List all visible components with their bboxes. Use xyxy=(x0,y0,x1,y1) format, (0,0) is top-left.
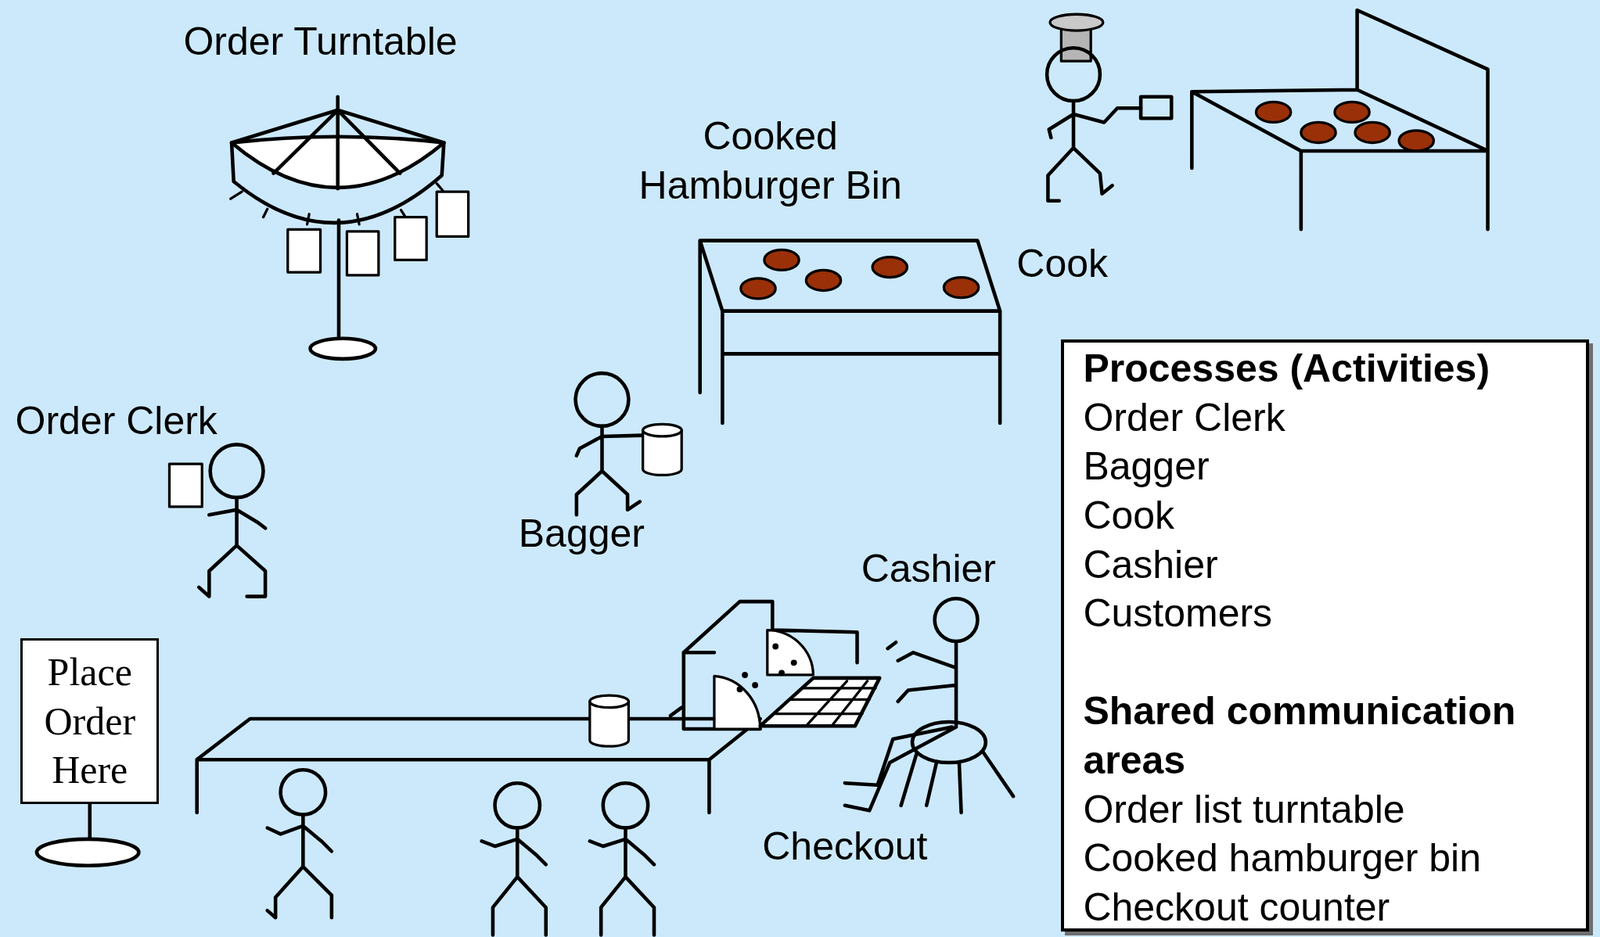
order-slip xyxy=(168,463,202,507)
register-dot xyxy=(751,682,759,689)
clerk-head xyxy=(210,444,264,498)
clerk-body xyxy=(198,497,266,597)
chef-hat-top xyxy=(1049,14,1104,31)
cook-head xyxy=(1046,47,1101,101)
customer-body xyxy=(589,828,655,936)
item-text: Checkout counter xyxy=(1082,883,1567,933)
register-dot xyxy=(791,659,798,666)
register-cable xyxy=(670,708,682,716)
cashier-head xyxy=(934,598,978,642)
station-label: Cashier xyxy=(836,544,1021,594)
order-slip xyxy=(287,229,321,273)
item-text: Cooked hamburger bin xyxy=(1082,834,1567,884)
stool-legs xyxy=(901,751,1014,813)
item-text: Cook xyxy=(1082,491,1567,541)
customer-body xyxy=(481,828,547,936)
item-text: Customers xyxy=(1082,589,1567,639)
cook-body xyxy=(1047,100,1141,202)
item-text: Bagger xyxy=(1082,442,1567,492)
bag-top xyxy=(589,695,630,709)
station-label: Bagger xyxy=(495,509,669,559)
stool-seat xyxy=(912,722,986,763)
heading-text: Shared communication areas xyxy=(1082,686,1567,785)
patty xyxy=(943,277,978,299)
turntable-pole xyxy=(337,97,339,340)
info-panel: Processes (Activities)Order ClerkBaggerC… xyxy=(1060,339,1589,932)
cashier-body xyxy=(844,641,957,811)
sign-board: Place Order Here xyxy=(20,638,159,804)
customer-head xyxy=(495,783,540,828)
turntable-ribs xyxy=(231,110,444,189)
item-text: Place Order Here xyxy=(25,647,154,795)
patty xyxy=(1334,101,1370,123)
grill xyxy=(1191,10,1488,230)
patty xyxy=(1301,122,1336,143)
customer-head xyxy=(280,769,326,815)
item-text: Cashier xyxy=(1082,540,1567,590)
register-dot xyxy=(737,686,744,693)
register-keys xyxy=(775,681,876,727)
bagger-body xyxy=(576,426,644,515)
sign-base xyxy=(36,839,139,867)
station-label: Cooked Hamburger Bin xyxy=(622,111,919,210)
customer-head xyxy=(603,783,648,828)
patty xyxy=(740,278,776,299)
station-label: Order Turntable xyxy=(151,17,489,67)
hamburger-bin xyxy=(700,240,1000,424)
turntable-base xyxy=(309,338,375,360)
patty xyxy=(764,249,799,270)
bagger-head xyxy=(575,373,630,427)
patty xyxy=(1398,130,1434,152)
patty xyxy=(1255,101,1291,123)
station-label: Cook xyxy=(990,239,1134,289)
register-dot xyxy=(778,669,785,676)
register-dot xyxy=(772,643,779,651)
register-dot xyxy=(741,672,748,679)
heading-text: Processes (Activities) xyxy=(1082,344,1567,394)
spatula xyxy=(1140,97,1172,119)
customer-body xyxy=(267,815,332,919)
patty xyxy=(1355,122,1390,143)
item-text: Order Clerk xyxy=(1082,393,1567,443)
item-text: Order list turntable xyxy=(1082,785,1567,835)
patty xyxy=(805,269,841,291)
bag-top xyxy=(643,424,683,437)
register-window xyxy=(714,675,761,730)
station-label: Checkout xyxy=(742,822,947,872)
station-label: Order Clerk xyxy=(0,396,234,446)
sign-pole xyxy=(87,803,92,842)
order-slip xyxy=(395,217,427,261)
order-slip xyxy=(436,191,468,237)
register-keyboard xyxy=(760,678,881,727)
order-slip xyxy=(346,231,378,276)
register-display xyxy=(767,630,814,676)
patty xyxy=(872,257,907,278)
